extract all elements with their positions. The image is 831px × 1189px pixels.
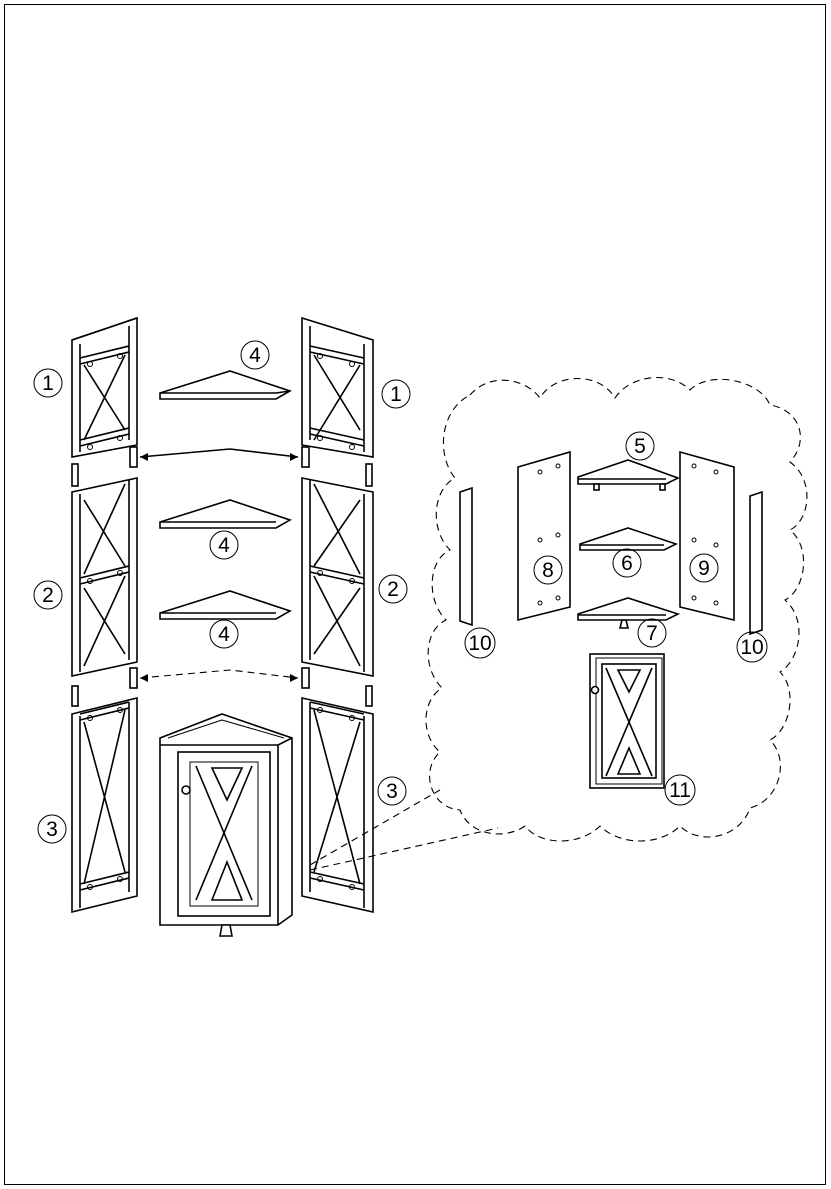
shelf-7-bottom [577,597,681,629]
callout-5: 5 [625,431,655,461]
callout-11: 11 [664,774,696,806]
callout-10-left: 10 [464,627,496,659]
svg-text:3: 3 [46,818,58,841]
shelf-4-low [159,590,292,620]
side-strip-10-right [749,490,763,636]
side-strip-10-left [459,486,473,627]
side-panel-9 [679,450,735,622]
detail-cloud-outline [425,377,808,842]
svg-text:10: 10 [740,636,763,659]
svg-text:11: 11 [669,779,691,802]
svg-text:7: 7 [646,622,658,645]
frame-panel-1-left [71,316,138,458]
corner-cabinet-base [159,713,293,937]
callout-1-right: 1 [381,379,411,409]
svg-text:8: 8 [542,559,554,582]
svg-text:10: 10 [468,632,491,655]
callout-3-right: 3 [377,776,407,806]
svg-text:2: 2 [387,578,399,601]
frame-panel-3-left [71,696,138,914]
svg-text:1: 1 [42,372,54,395]
frame-panel-3-right [301,696,374,914]
shelf-4-top [159,370,292,400]
cabinet-door-11 [589,653,665,789]
shelf-4-mid [159,499,292,529]
callout-6: 6 [612,548,642,578]
callout-9: 9 [689,553,719,583]
page-border [4,4,826,1185]
callout-4-mid: 4 [209,530,239,560]
callout-3-left: 3 [37,814,67,844]
svg-text:1: 1 [390,383,402,406]
shelf-6-mid [579,527,679,551]
svg-text:9: 9 [698,557,710,580]
connector-pegs [71,446,373,707]
callout-7: 7 [637,618,667,648]
shelf-5-top [577,459,681,491]
frame-panel-2-left [71,477,138,677]
detail-leader-lines [309,789,499,871]
callout-8: 8 [533,555,563,585]
frame-panel-1-right [301,316,374,458]
callout-10-right: 10 [736,631,768,663]
callout-4-top: 4 [240,340,270,370]
side-panel-8 [517,450,571,622]
connector-arrows [139,448,299,682]
svg-text:6: 6 [621,552,633,575]
svg-text:4: 4 [249,344,261,367]
svg-text:3: 3 [386,780,398,803]
svg-text:4: 4 [218,623,230,646]
svg-text:4: 4 [218,534,230,557]
callout-2-left: 2 [33,580,63,610]
frame-panel-2-right [301,477,374,677]
callout-2-right: 2 [378,574,408,604]
callout-1-left: 1 [33,368,63,398]
svg-text:2: 2 [42,584,54,607]
callout-4-low: 4 [209,619,239,649]
svg-text:5: 5 [634,435,646,458]
